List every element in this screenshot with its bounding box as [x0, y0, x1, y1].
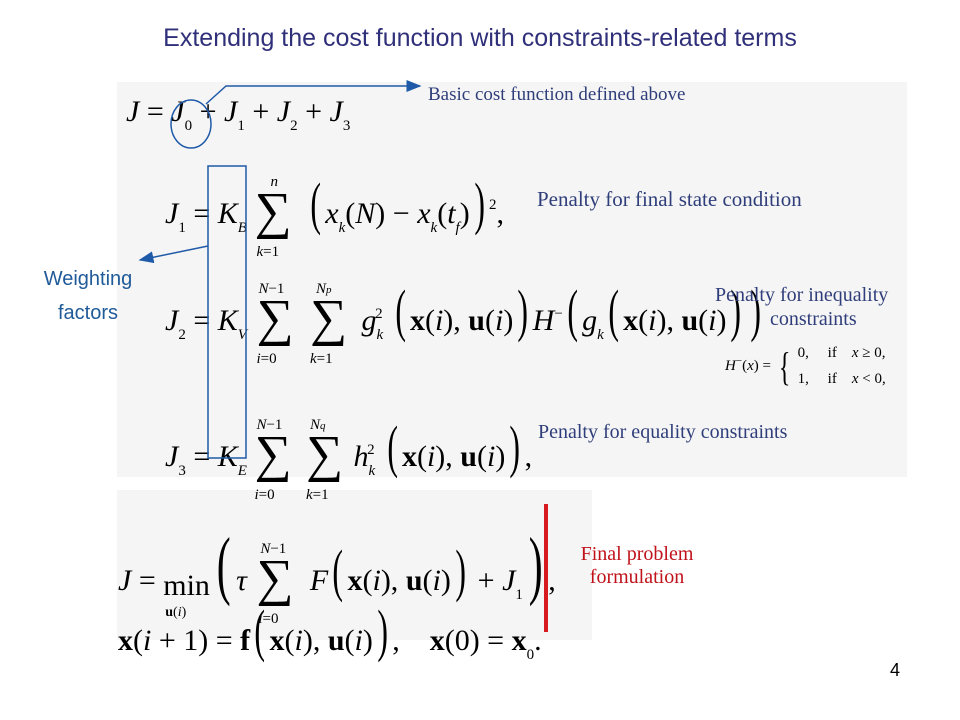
- basic-cost-note: Basic cost function defined above: [428, 84, 686, 105]
- page-number: 4: [890, 660, 901, 680]
- slide-title: Extending the cost function with constra…: [163, 24, 797, 52]
- weighting-label-line2: factors: [57, 302, 119, 324]
- final-problem-label-line1: Final problem: [580, 543, 694, 565]
- weighting-factors-box: [207, 165, 247, 459]
- equation-panel-top: [117, 82, 907, 477]
- weighting-label-line1: Weighting: [43, 268, 133, 290]
- equation-j2: J2 = KV N−1 ∑ i=0 Np ∑ k=1 gk2(x(i), u(i…: [165, 278, 761, 368]
- inequality-penalty-note-line1: Penalty for inequality: [715, 284, 889, 306]
- equality-penalty-note: Penalty for equality constraints: [538, 421, 788, 443]
- j0-highlight-circle: [170, 99, 212, 149]
- equation-j1: J1 = KB n ∑ k=1 (xk(N) − xk(tf))2,: [165, 171, 505, 261]
- equation-dynamics: x(i + 1) = f(x(i), u(i)), x(0) = x0.: [118, 598, 542, 663]
- final-problem-label: Final problem formulation: [552, 543, 722, 589]
- equation-heaviside-definition: H−(x) = { 0, if x ≥ 0, 1, if x < 0,: [725, 343, 886, 389]
- final-state-penalty-note: Penalty for final state condition: [537, 187, 802, 211]
- inequality-penalty-note-line2: constraints: [770, 308, 857, 330]
- equation-final-cost: J = min u(i) (τ N−1 ∑ i=0 F(x(i), u(i)) …: [118, 523, 556, 628]
- weighting-factors-arrow: [138, 245, 209, 264]
- equation-j3: J3 = KE N−1 ∑ i=0 Nq ∑ k=1 hk2(x(i), u(i…: [165, 414, 533, 504]
- weighting-factors-label: Weighting factors: [28, 262, 148, 330]
- equation-total-cost: J = J0 + J1 + J2 + J3: [126, 95, 351, 134]
- equation-panel-bottom: [117, 490, 592, 640]
- final-problem-label-line2: formulation: [589, 566, 685, 588]
- basic-cost-arrow: [205, 80, 422, 105]
